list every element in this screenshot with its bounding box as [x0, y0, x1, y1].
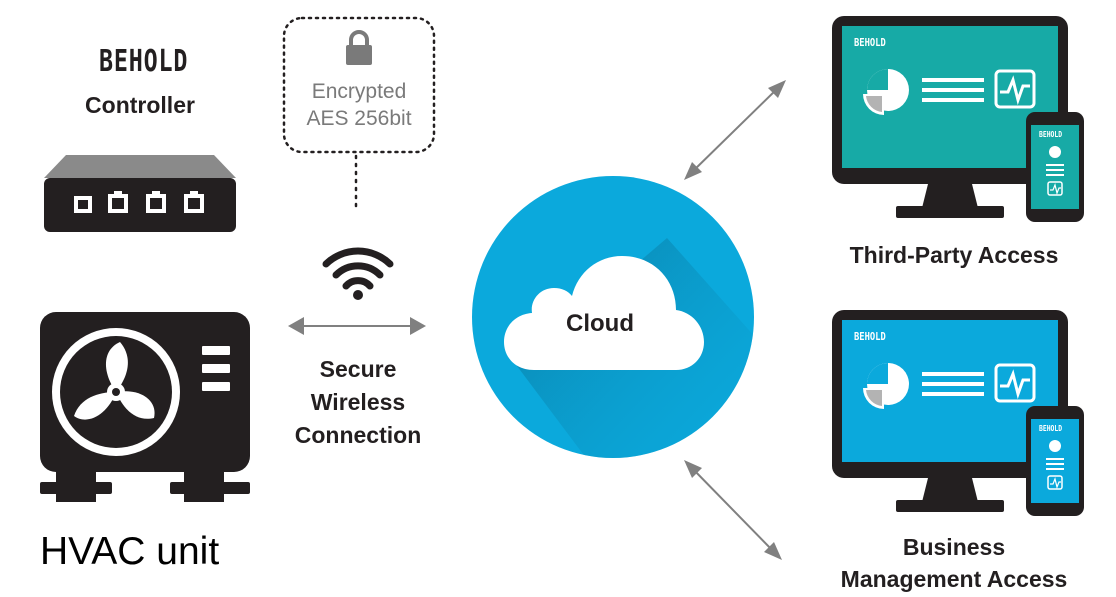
encryption-line-1: Encrypted [311, 80, 407, 103]
third-party-phone-brand: BEHOLD [1039, 130, 1063, 139]
business-monitor [832, 310, 1068, 512]
arrow-cloud-third-party [684, 80, 786, 180]
third-party-monitor [832, 16, 1068, 218]
wireless-line-1: Secure [319, 356, 397, 382]
business-monitor-brand: BEHOLD [854, 330, 886, 343]
hvac-label: HVAC unit [40, 530, 220, 573]
encryption-line-2: AES 256bit [306, 107, 412, 130]
third-party-phone [1026, 112, 1084, 222]
wifi-icon [322, 247, 394, 300]
controller-label: Controller [85, 92, 195, 118]
business-phone [1026, 406, 1084, 516]
hvac-fan-icon [40, 312, 250, 502]
cloud-icon [472, 176, 754, 458]
business-phone-brand: BEHOLD [1039, 424, 1063, 433]
encryption-box [282, 16, 436, 214]
wireless-line-2: Wireless [310, 389, 406, 415]
network-switch-icon [44, 155, 236, 232]
arrow-cloud-business [684, 460, 782, 560]
lock-icon [346, 30, 372, 65]
wireless-arrow [288, 317, 426, 335]
controller-brand: BEHOLD [99, 44, 189, 79]
wireless-line-3: Connection [294, 422, 422, 448]
third-party-monitor-brand: BEHOLD [854, 36, 886, 49]
business-label-line-2: Management Access [840, 566, 1068, 592]
business-label-line-1: Business [902, 534, 1006, 560]
third-party-label: Third-Party Access [849, 242, 1059, 268]
cloud-label: Cloud [566, 310, 634, 337]
